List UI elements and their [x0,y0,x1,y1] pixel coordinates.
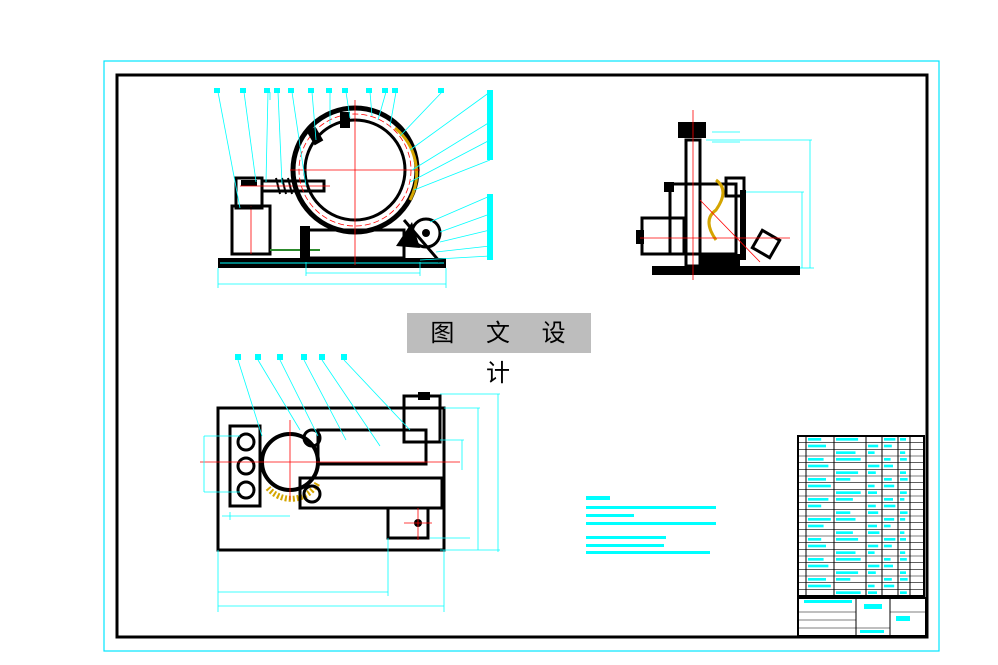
parts-list [797,435,925,597]
parts-list-cell-text [900,471,906,474]
parts-list-cell-text [900,578,908,581]
parts-list-cell-text [868,591,877,594]
parts-list-cell-text [884,544,892,548]
parts-list-cell-text [868,524,877,528]
parts-list-cell-text [884,564,893,568]
parts-list-cell-text [808,504,822,508]
parts-list-cell-text [868,551,875,554]
parts-list-cell-text [808,578,826,581]
parts-list-cell-text [868,531,880,534]
parts-list-cell-text [836,458,861,461]
parts-list-cell-text [900,511,908,514]
parts-list-cell-text [884,498,893,501]
parts-list-cell-text [808,518,831,521]
parts-list-cell-text [808,558,824,561]
parts-list-cell-text [900,438,906,441]
parts-list-cell-text [884,518,895,521]
parts-list-cell-text [884,524,891,528]
parts-list-cell-text [836,591,861,594]
title-block [797,597,927,637]
parts-list-cell-text [836,578,851,581]
technical-notes [586,496,716,554]
parts-list-cell-text [836,558,861,561]
parts-list-cell-text [900,571,906,574]
parts-list-cell-text [884,558,891,561]
parts-list-cell-text [884,478,892,481]
parts-list-cell-text [808,464,829,468]
parts-list-cell-text [808,484,831,488]
parts-list-cell-text [900,491,907,494]
parts-list-cell-text [836,438,859,441]
watermark-label: 图 文 设 计 [407,313,591,387]
parts-list-cell-text [900,498,905,501]
parts-list-cell-text [836,531,853,534]
parts-list-cell-text [900,591,907,594]
parts-list-cell-text [836,451,856,454]
parts-list-cell-text [900,538,906,541]
parts-list-cell-text [900,458,907,461]
parts-list-cell-text [868,544,879,548]
top-view [200,354,500,612]
parts-list-cell-text [808,544,826,548]
parts-list-cell-text [884,438,896,441]
parts-list-cell-text [900,551,906,554]
parts-list-cell-text [884,464,893,468]
outer-border [103,60,940,652]
parts-list-cell-text [868,491,877,494]
side-view [636,110,814,280]
parts-list-cell-text [868,511,879,514]
parts-list-cell-text [900,451,906,454]
parts-list-cell-text [836,571,859,574]
parts-list-cell-text [808,538,822,541]
parts-list-cell-text [868,504,876,508]
parts-list-cell-text [808,524,824,528]
parts-list-cell-text [868,464,880,468]
parts-list-cell-text [900,531,905,534]
parts-list-cell-text [808,458,824,461]
parts-list-cell-text [868,444,879,448]
parts-list-cell-text [884,584,895,588]
parts-list-cell-text [808,438,822,441]
parts-list-cell-text [868,571,876,574]
parts-list-cell-text [808,564,829,568]
parts-list-cell-text [836,551,856,554]
parts-list-cell-text [808,584,831,588]
parts-list-cell-text [836,491,861,494]
parts-list-cell-text [884,538,896,541]
parts-list-cell-text [836,511,851,514]
parts-list-cell-text [836,518,856,521]
parts-list-cell-text [868,564,880,568]
parts-list-cell-text [884,504,896,508]
parts-list-cell-text [900,478,908,481]
drawing-frame [115,73,929,639]
parts-list-cell-text [900,558,907,561]
parts-list-cell-text [868,484,875,488]
parts-list-cell-text [808,444,826,448]
parts-list-cell-text [808,498,829,501]
parts-list-cell-text [884,578,892,581]
parts-list-cell-text [884,458,891,461]
parts-list-cell-text [868,471,876,474]
parts-list-cell-text [868,451,875,454]
parts-list-cell-text [884,484,895,488]
parts-list-cell-text [836,498,853,501]
parts-list-cell-text [868,584,875,588]
parts-list-cell-text [884,444,892,448]
parts-list-cell-text [836,471,859,474]
parts-list-cell-text [836,538,859,541]
parts-list-cell-text [836,478,851,481]
parts-list-cell-text [900,518,906,521]
parts-list-cell-text [808,478,826,481]
front-view [214,88,493,288]
